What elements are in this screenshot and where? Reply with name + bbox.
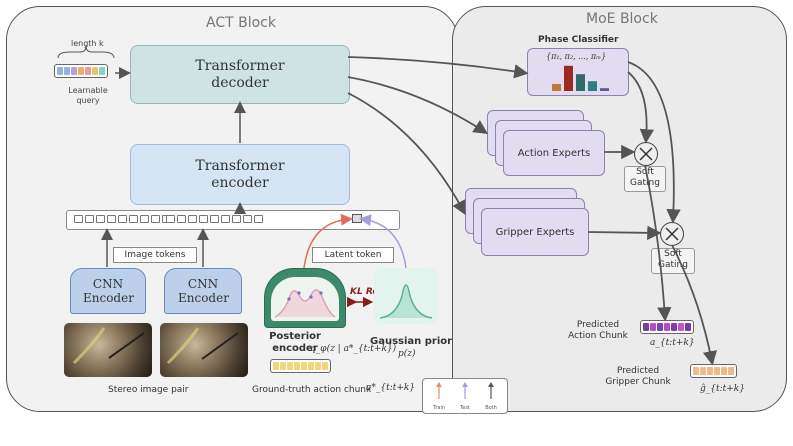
decoder-label: Transformer decoder <box>195 57 285 91</box>
chunk-cell <box>685 323 691 331</box>
arrow-decoder-phase <box>347 56 529 79</box>
chunk-cell <box>92 67 98 75</box>
stereo-image-right <box>160 323 248 377</box>
legend-item: Train <box>427 381 451 411</box>
chunk-cell <box>294 362 300 370</box>
cnn-encoder-left-label: CNN Encoder <box>83 277 134 305</box>
gripper-experts-label: Gripper Experts <box>495 226 575 238</box>
chunk-cell <box>707 367 713 375</box>
arrow-gate-gripper <box>671 244 718 366</box>
chunk-cell <box>657 323 663 331</box>
predicted-action-formula: a_{t:t+k} <box>650 338 695 348</box>
phase-bar <box>564 65 573 91</box>
phase-classifier: {π₁, π₂, ..., πₘ} <box>527 48 629 96</box>
legend: Train Test Both <box>422 378 508 414</box>
cnn-encoder-right-label: CNN Encoder <box>178 277 229 305</box>
chunk-cell <box>85 67 91 75</box>
arrow-decoder-gripper <box>347 92 466 216</box>
cnn-encoder-left: CNN Encoder <box>70 268 146 314</box>
image-tokens-right <box>166 215 263 223</box>
chunk-cell <box>650 323 656 331</box>
transformer-decoder: Transformer decoder <box>130 45 350 104</box>
image-tokens-label: Image tokens <box>113 247 197 263</box>
chunk-cell <box>322 362 328 370</box>
chunk-cell <box>643 323 649 331</box>
gaussian-formula: p(z) <box>398 349 416 359</box>
gt-formula: a*_{t:t+k} <box>366 383 416 393</box>
legend-item: Both <box>479 381 503 411</box>
predicted-gripper-formula: ĝ_{t:t+k} <box>700 384 745 394</box>
posterior-encoder-shape <box>264 268 346 328</box>
brace <box>57 45 115 59</box>
multiply-icon <box>665 227 679 241</box>
chunk-cell <box>308 362 314 370</box>
multiply-icon <box>639 147 653 161</box>
learnable-query-chunk <box>54 64 108 78</box>
chunk-cell <box>71 67 77 75</box>
chunk-cell <box>99 67 105 75</box>
kl-reg-label: KL Reg <box>350 287 385 297</box>
arrow-phase-gate1 <box>627 71 655 144</box>
latent-token-label: Latent token <box>312 247 394 263</box>
chunk-cell <box>315 362 321 370</box>
chunk-cell <box>287 362 293 370</box>
gaussian-title: Gaussian prior <box>370 336 453 347</box>
transformer-encoder: Transformer encoder <box>130 144 350 205</box>
phase-bar <box>600 88 609 91</box>
posterior-title: Posterior encoder <box>269 331 321 354</box>
chunk-cell <box>721 367 727 375</box>
cnn-encoder-right: CNN Encoder <box>164 268 242 314</box>
chunk-cell <box>714 367 720 375</box>
chunk-cell <box>280 362 286 370</box>
stereo-label: Stereo image pair <box>108 385 189 395</box>
chunk-cell <box>78 67 84 75</box>
phase-bars <box>552 65 609 91</box>
gt-label: Ground-truth action chunk <box>252 385 372 395</box>
arrow-gaussian-latent <box>359 214 407 269</box>
stereo-image-left <box>64 323 152 377</box>
chunk-cell <box>693 367 699 375</box>
phase-formula: {π₁, π₂, ..., πₘ} <box>546 52 607 61</box>
chunk-cell <box>301 362 307 370</box>
predicted-gripper-label: Predicted Gripper Chunk <box>605 366 671 387</box>
gt-action-chunk <box>270 359 331 373</box>
phase-bar <box>552 84 561 91</box>
chunk-cell <box>700 367 706 375</box>
action-experts: Action Experts <box>503 130 605 176</box>
query-length-label: length k <box>71 39 104 48</box>
moe-block-title: MoE Block <box>586 11 658 27</box>
arrow-phase-gate2 <box>627 61 681 224</box>
arrow-decoder-action <box>347 76 489 134</box>
gripper-experts: Gripper Experts <box>481 208 589 256</box>
legend-item-label: Train <box>433 405 445 411</box>
chunk-cell <box>728 367 734 375</box>
phase-bar <box>588 81 597 91</box>
posterior-curve-icon <box>274 289 336 318</box>
chunk-cell <box>273 362 279 370</box>
chunk-cell <box>671 323 677 331</box>
gaussian-prior-shape <box>374 268 438 324</box>
encoder-label: Transformer encoder <box>195 157 285 191</box>
posterior-formula: q_φ(z | a*_{t:t+k}) <box>310 344 397 354</box>
chunk-cell <box>57 67 63 75</box>
predicted-action-chunk <box>640 320 694 334</box>
chunk-cell <box>664 323 670 331</box>
learnable-query-label: Learnable query <box>68 86 108 105</box>
legend-item-label: Test <box>460 405 470 411</box>
act-block-title: ACT Block <box>206 15 276 31</box>
arrow-gate-action <box>644 164 672 322</box>
legend-item-label: Both <box>485 405 497 411</box>
chunk-cell <box>64 67 70 75</box>
phase-bar <box>576 74 585 91</box>
phase-classifier-title: Phase Classifier <box>538 35 619 45</box>
action-experts-label: Action Experts <box>517 147 591 159</box>
arrow-posterior-latent <box>303 213 353 269</box>
gaussian-curve-icon <box>379 284 433 319</box>
legend-item: Test <box>453 381 477 411</box>
chunk-cell <box>678 323 684 331</box>
predicted-action-label: Predicted Action Chunk <box>568 320 628 341</box>
